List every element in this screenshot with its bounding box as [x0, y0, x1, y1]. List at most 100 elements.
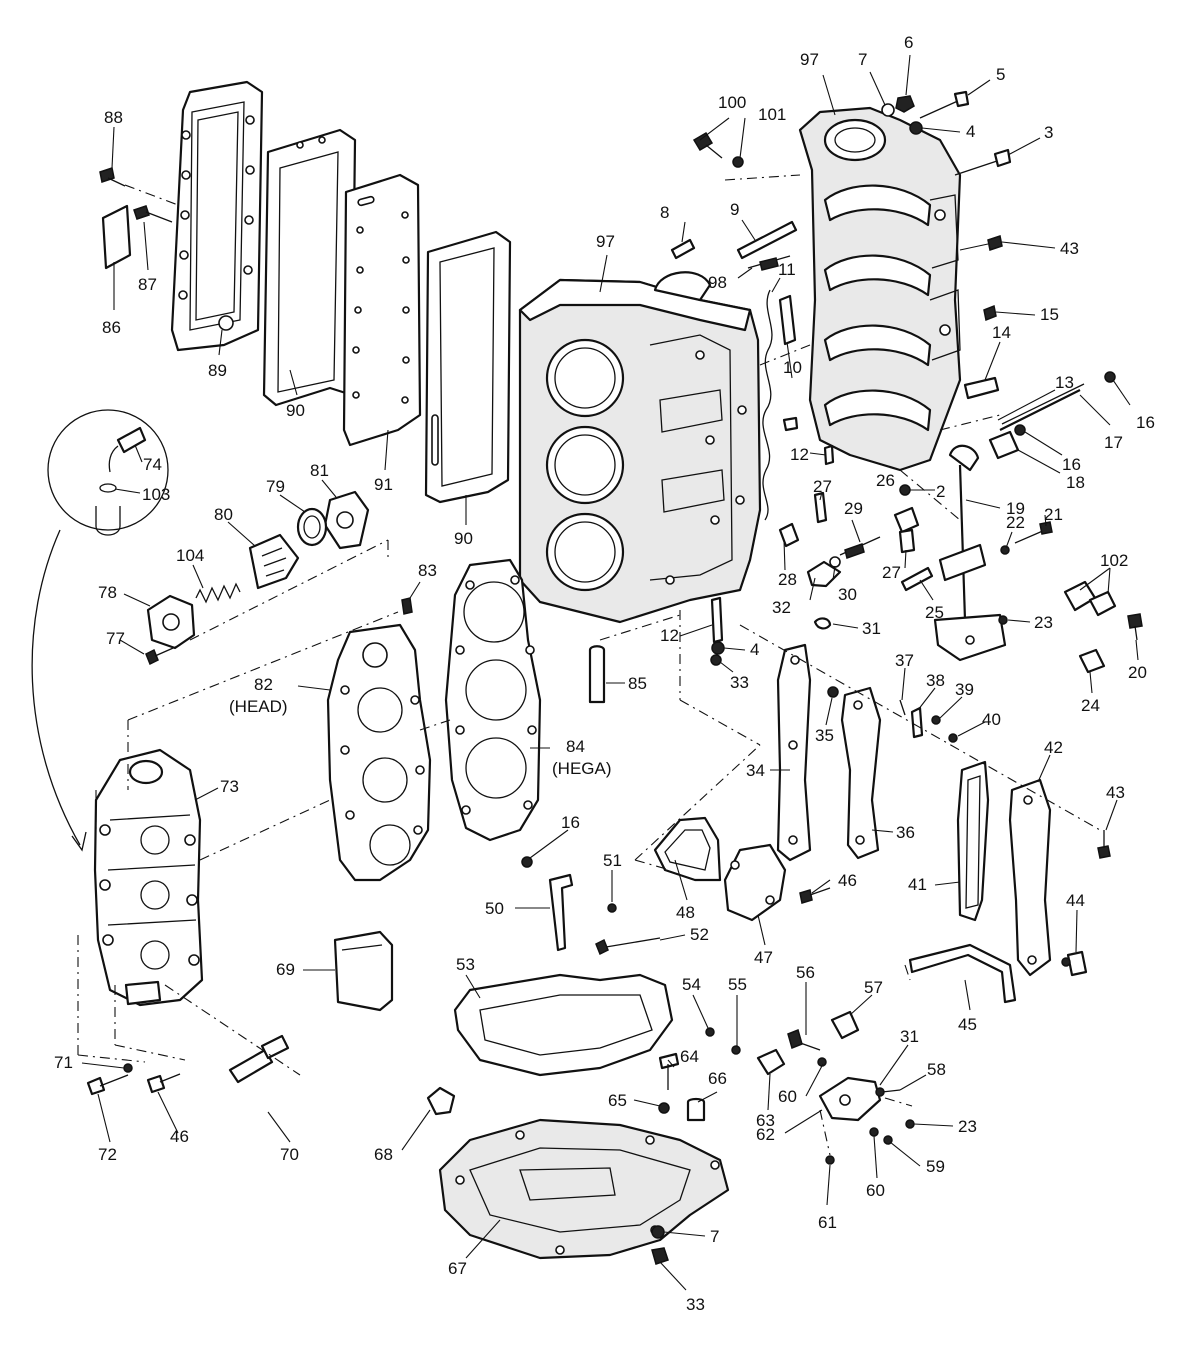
label-56: 56 — [796, 963, 815, 982]
pin-9 — [736, 220, 798, 260]
label-27: 27 — [813, 477, 832, 496]
check-valve-14 — [963, 376, 1000, 400]
label-37: 37 — [895, 651, 914, 670]
head-gasket-84 — [444, 558, 542, 842]
label-34: 34 — [746, 761, 765, 780]
label-74: 74 — [143, 455, 162, 474]
bracket-26 — [893, 506, 920, 534]
stud-29 — [839, 536, 881, 559]
label-43: 43 — [1106, 783, 1125, 802]
label-54: 54 — [682, 975, 701, 994]
label-89: 89 — [208, 361, 227, 380]
clip-57 — [830, 1010, 860, 1040]
label-91: 91 — [374, 475, 393, 494]
label-50: 50 — [485, 899, 504, 918]
bolt-88 — [99, 167, 126, 187]
hose-45 — [908, 943, 1017, 1004]
exhaust-cover-89 — [170, 80, 264, 352]
label-22: 22 — [1006, 513, 1025, 532]
label-40: 40 — [982, 710, 1001, 729]
alignment-lines — [77, 174, 1101, 1156]
label-15: 15 — [1040, 305, 1059, 324]
label-27: 27 — [882, 563, 901, 582]
connector-24 — [1078, 648, 1106, 674]
adapter-plate-67 — [438, 1118, 730, 1260]
bolt-15 — [983, 304, 997, 322]
screw-23-lower — [905, 1119, 915, 1129]
cylinder-head-82 — [326, 623, 432, 882]
label-84-sub: (HEGA) — [552, 759, 612, 778]
grommet-35 — [827, 686, 839, 698]
label-44: 44 — [1066, 891, 1085, 910]
screw-16-mid — [521, 856, 533, 868]
screw-20 — [1127, 613, 1143, 641]
label-18: 18 — [1066, 473, 1085, 492]
label-55: 55 — [728, 975, 747, 994]
label-24: 24 — [1081, 696, 1100, 715]
fitting-2 — [899, 484, 911, 496]
dowel-10 — [778, 294, 799, 432]
linkage-19 — [933, 444, 1007, 662]
label-52: 52 — [690, 925, 709, 944]
washer-55 — [731, 1045, 741, 1055]
label-31: 31 — [862, 619, 881, 638]
washer-4-top — [909, 121, 923, 135]
label-11: 11 — [778, 260, 796, 279]
label-98: 98 — [708, 273, 727, 292]
cover-36 — [840, 686, 882, 860]
cover-78 — [146, 594, 196, 650]
label-16: 16 — [1136, 413, 1155, 432]
bolt-46-mid — [799, 887, 831, 904]
fitting-44 — [1061, 950, 1088, 977]
stud-98 — [747, 255, 791, 271]
exhaust-cover-73 — [93, 748, 204, 1007]
label-59: 59 — [926, 1157, 945, 1176]
label-32: 32 — [772, 598, 791, 617]
link-27-b — [898, 528, 916, 554]
screw-21 — [1014, 521, 1053, 544]
label-85: 85 — [628, 674, 647, 693]
label-4: 4 — [750, 640, 759, 659]
label-84: 84 — [566, 737, 585, 756]
label-12: 12 — [790, 445, 809, 464]
label-29: 29 — [844, 499, 863, 518]
cover-47 — [723, 843, 787, 922]
label-16: 16 — [1062, 455, 1081, 474]
bolt-5 — [919, 90, 970, 119]
fitting-63 — [756, 1048, 786, 1076]
spring-104 — [195, 582, 241, 604]
screw-16-top — [1104, 371, 1116, 383]
thermostat-80 — [248, 533, 300, 590]
label-81: 81 — [310, 461, 329, 480]
gasket-90-right — [424, 230, 512, 504]
fitting-18 — [988, 424, 1026, 460]
label-57: 57 — [864, 978, 883, 997]
label-82-sub: (HEAD) — [229, 697, 288, 716]
bolt-43-top — [959, 235, 1003, 251]
label-25: 25 — [925, 603, 944, 622]
label-82: 82 — [254, 675, 273, 694]
label-14: 14 — [992, 323, 1011, 342]
bolt-56 — [787, 1028, 821, 1051]
label-46: 46 — [838, 871, 857, 890]
wire-11 — [762, 289, 773, 521]
dowel-85 — [588, 645, 606, 704]
label-86: 86 — [102, 318, 121, 337]
gasket-53 — [453, 973, 674, 1077]
label-87: 87 — [138, 275, 157, 294]
label-104: 104 — [176, 546, 204, 565]
label-71: 71 — [54, 1053, 73, 1072]
label-61: 61 — [818, 1213, 837, 1232]
spark-plug-box-69 — [333, 930, 394, 1012]
label-67: 67 — [448, 1259, 467, 1278]
label-38: 38 — [926, 671, 945, 690]
pin-25 — [900, 566, 934, 592]
label-31: 31 — [900, 1027, 919, 1046]
washer-22 — [1000, 545, 1010, 555]
fitting-83 — [401, 597, 413, 615]
label-3: 3 — [1044, 123, 1053, 142]
label-65: 65 — [608, 1091, 627, 1110]
gasket-48 — [653, 816, 722, 882]
leader-lines — [81, 54, 1139, 1291]
